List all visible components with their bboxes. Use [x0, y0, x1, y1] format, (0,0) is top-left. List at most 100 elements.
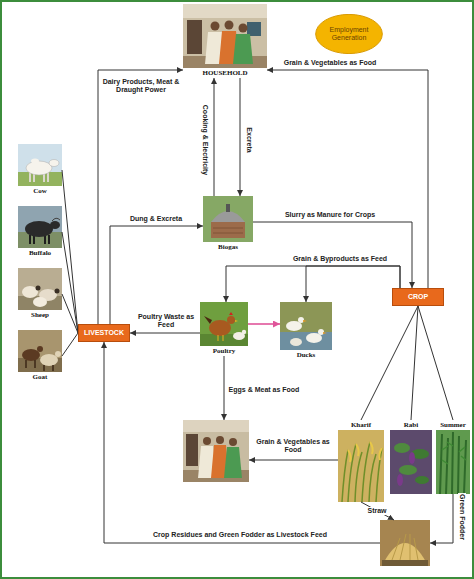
poultry-art	[229, 312, 233, 315]
household-photo: HOUSEHOLD	[183, 4, 267, 78]
flow-label: Green Fodder	[458, 493, 466, 541]
connector-group	[62, 70, 453, 543]
ducks-art	[318, 329, 324, 335]
household-art	[183, 420, 249, 432]
household-art	[239, 24, 248, 33]
photo-frame	[436, 430, 470, 494]
buffalo-art	[25, 221, 53, 237]
poultry-art	[235, 320, 238, 322]
flow-connector	[306, 266, 400, 302]
biogas-art	[203, 196, 253, 242]
biogas-art	[203, 196, 253, 242]
photo-caption: Buffalo	[18, 248, 62, 258]
flow-label: Crop Residues and Green Fodder as Livest…	[152, 531, 328, 539]
pink-arrow	[248, 323, 280, 325]
goat-art	[55, 351, 61, 357]
buffalo-art	[18, 206, 62, 248]
flow-label: Eggs & Meat as Food	[228, 386, 301, 394]
photo-frame	[280, 302, 332, 350]
flow-connector	[418, 306, 453, 420]
flow-label: Grain & Vegetables as Food	[283, 59, 378, 67]
flow-connector	[361, 502, 394, 520]
household-art	[183, 4, 267, 68]
flow-connector	[249, 460, 338, 461]
household-art	[216, 436, 224, 444]
ducks-photo: Ducks	[280, 302, 332, 360]
photo-caption: Ducks	[280, 350, 332, 360]
sheep-art	[18, 268, 62, 310]
employment-oval: Employment Generation	[315, 14, 383, 54]
sheep-art	[55, 289, 60, 294]
goat-art	[18, 330, 62, 372]
household-art	[247, 22, 261, 36]
photo-frame	[18, 206, 62, 248]
node-label: LIVESTOCK	[84, 328, 124, 338]
poultry-art	[200, 302, 248, 346]
fodder-art	[382, 560, 428, 566]
summer-art	[436, 430, 470, 494]
node-label: Employment Generation	[322, 26, 376, 42]
buffalo-art	[18, 206, 62, 248]
photo-caption: HOUSEHOLD	[183, 68, 267, 78]
photo-caption: Rabi	[390, 420, 432, 430]
rabi-art	[397, 474, 403, 486]
household-art	[186, 434, 198, 466]
poultry-art	[204, 316, 212, 324]
rabi-art	[399, 465, 417, 475]
rabi-art	[390, 430, 432, 494]
photo-caption: Sheep	[18, 310, 62, 320]
goat-art	[22, 349, 40, 361]
goat-art	[40, 354, 58, 366]
summer-art	[436, 430, 470, 494]
household-art	[225, 21, 234, 30]
flow-connector	[62, 294, 78, 333]
sheep-art	[18, 268, 62, 310]
household-art	[233, 34, 253, 64]
flow-connector	[224, 356, 225, 420]
cow-art	[31, 159, 39, 164]
flow-connector	[110, 226, 203, 324]
flow-connector	[267, 70, 428, 288]
flow-connector	[214, 78, 215, 196]
photo-frame	[380, 520, 430, 566]
flow-label: Slurry as Manure for Crops	[284, 211, 376, 219]
ducks-art	[323, 332, 327, 334]
poultry-art	[218, 335, 223, 341]
sheep-art	[33, 297, 47, 307]
biogas-art	[211, 211, 245, 222]
kharif-art	[348, 442, 382, 462]
flow-connector	[226, 266, 400, 302]
household-art	[229, 438, 237, 446]
ducks-art	[298, 317, 304, 323]
household-art	[183, 420, 249, 482]
summer-art	[440, 432, 466, 494]
flow-connector	[361, 306, 418, 420]
cow-art	[49, 160, 59, 167]
buffalo-photo: Buffalo	[18, 206, 62, 258]
photo-caption: Goat	[18, 372, 62, 382]
cow-photo: Cow	[18, 144, 62, 196]
flow-label: Dung & Excreta	[129, 215, 183, 223]
buffalo-art	[50, 221, 60, 229]
flow-connector	[253, 222, 412, 288]
photo-frame	[203, 196, 253, 242]
flow-label: Straw	[366, 507, 387, 515]
oval-shape	[316, 14, 383, 53]
flow-label: Grain & Byproducts as Feed	[292, 255, 388, 263]
crop-box: CROP	[392, 288, 444, 306]
household-art	[183, 420, 249, 482]
flow-label: Cooking & Electricity	[201, 104, 209, 176]
flow-label: Grain & Vegetables as Food	[251, 438, 335, 454]
photo-frame	[183, 420, 249, 482]
sheep-photo: Sheep	[18, 268, 62, 320]
buffalo-art	[52, 218, 60, 221]
goat-art	[37, 346, 43, 352]
fodder-art	[380, 520, 430, 566]
household-art	[183, 4, 267, 68]
ducks-art	[280, 332, 332, 350]
biogas-photo: Biogas	[203, 196, 253, 252]
fodder-photo	[380, 520, 430, 566]
flow-label: Dairy Products, Meat & Draught Power	[100, 78, 182, 94]
